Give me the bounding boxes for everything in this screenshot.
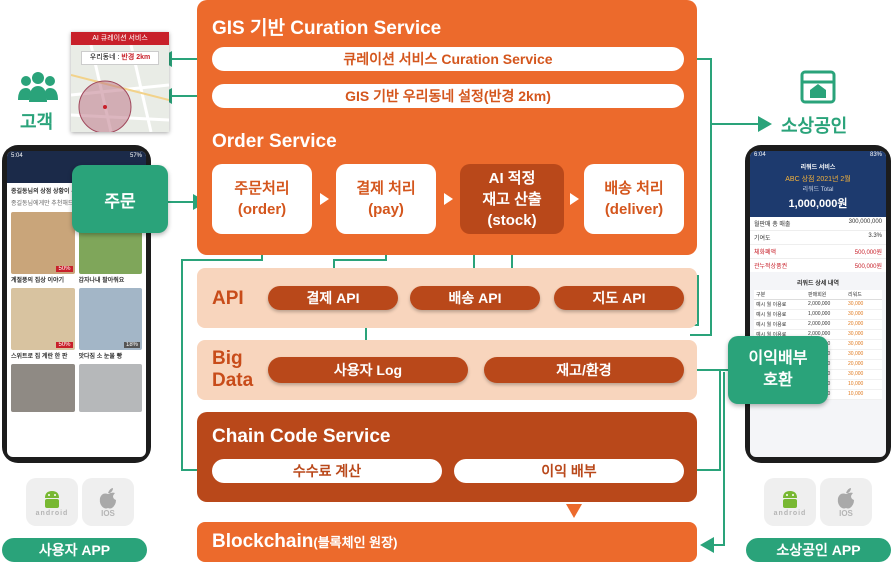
blockchain-bar	[197, 522, 697, 562]
order-step-order[interactable]: 주문처리 (order)	[212, 164, 312, 234]
order-service-title: Order Service	[212, 131, 337, 152]
fee-calc-pill[interactable]: 수수료 계산	[212, 459, 442, 483]
customer-icon	[18, 70, 58, 109]
android-badge-merchant: android	[764, 478, 816, 526]
gis-title: GIS 기반 Curation Service	[212, 18, 442, 39]
order-step-stock[interactable]: AI 적정 재고 산출 (stock)	[460, 164, 564, 234]
product-card[interactable]	[11, 364, 75, 412]
apple-icon	[837, 487, 854, 508]
order-step-pay[interactable]: 결제 처리 (pay)	[336, 164, 436, 234]
product-card[interactable]: 50% 계절풍의 집상 이야기	[11, 212, 75, 284]
curation-right-loop	[684, 58, 712, 336]
product-grid: 50% 계절풍의 집상 이야기 감자나내 팔아줘요 50% 스위트로 집 계란 …	[7, 210, 146, 414]
discount-badge: 50%	[56, 266, 73, 272]
product-card[interactable]	[78, 364, 142, 412]
user-log-pill[interactable]: 사용자 Log	[268, 357, 468, 383]
profit-distribution-pill[interactable]: 이익 배부	[454, 459, 684, 483]
product-card[interactable]: 50% 스위트로 집 계란 한 판	[11, 288, 75, 360]
map-card-header: AI 큐레이션 서비스	[71, 32, 169, 45]
map-api-pill[interactable]: 지도 API	[554, 286, 684, 310]
product-name: 감자나내 팔아줘요	[78, 278, 125, 284]
chaincode-title: Chain Code Service	[212, 426, 391, 447]
user-subtitle: 종길동님에게만 추천해드려	[11, 201, 79, 207]
curation-map-card: AI 큐레이션 서비스 우리동네 : 반경 2km	[71, 32, 169, 132]
android-badge-user: android	[26, 478, 78, 526]
store-icon	[800, 70, 836, 109]
product-image: 50%	[11, 212, 75, 274]
order-entry-box[interactable]: 주문	[72, 165, 168, 233]
android-icon	[45, 490, 59, 508]
curation-service-pill[interactable]: 큐레이션 서비스 Curation Service	[212, 47, 684, 71]
step-arrow-2	[444, 193, 453, 205]
map-radius-tag: 우리동네 : 반경 2km	[81, 51, 159, 65]
stock-env-pill[interactable]: 재고/환경	[484, 357, 684, 383]
product-image	[78, 364, 142, 412]
user-app-label: 사용자 APP	[2, 538, 147, 562]
product-name: 스위트로 집 계란 한 판	[11, 354, 68, 360]
blockchain-label: Blockchain(블록체인 원장)	[212, 531, 398, 552]
profit-to-blockchain-line	[700, 372, 725, 553]
customer-label: 고객	[20, 112, 54, 132]
step-arrow-3	[570, 193, 579, 205]
discount-badge: 50%	[56, 342, 73, 348]
bigdata-title: Big Data	[212, 348, 254, 391]
profit-sharing-box[interactable]: 이익배부 호환	[728, 336, 828, 404]
api-title: API	[212, 288, 244, 309]
product-image: 18%	[78, 288, 142, 350]
product-name: 맛다짐 소 눈물 빵	[78, 354, 123, 360]
order-step-deliver[interactable]: 배송 처리 (deliver)	[584, 164, 684, 234]
merchant-total-label: 리워드 Total	[802, 187, 834, 193]
product-name: 계절풍의 집상 이야기	[11, 278, 65, 284]
ios-badge-merchant: IOS	[820, 478, 872, 526]
merchant-header-title: 리워드 서비스	[800, 165, 836, 171]
chaincode-panel	[197, 412, 697, 502]
product-image: 50%	[11, 288, 75, 350]
merchant-label: 소상공인	[781, 116, 848, 136]
detail-title: 리워드 상세 내역	[797, 281, 839, 287]
user-banner: 종길동님의 상점 상황이 우선	[11, 189, 83, 195]
gis-setting-pill[interactable]: GIS 기반 우리동네 설정(반경 2km)	[212, 84, 684, 108]
merchant-total-value: 1,000,000원	[788, 198, 848, 210]
merchant-month: ABC 상점 2021년 2월	[785, 176, 851, 183]
product-card[interactable]: 18% 맛다짐 소 눈물 빵	[78, 288, 142, 360]
delivery-api-pill[interactable]: 배송 API	[410, 286, 540, 310]
product-image	[11, 364, 75, 412]
payment-api-pill[interactable]: 결제 API	[268, 286, 398, 310]
android-icon	[783, 490, 797, 508]
merchant-app-label: 소상공인 APP	[746, 538, 891, 562]
discount-badge: 18%	[123, 342, 140, 348]
ios-badge-user: IOS	[82, 478, 134, 526]
step-arrow-1	[320, 193, 329, 205]
apple-icon	[99, 487, 116, 508]
